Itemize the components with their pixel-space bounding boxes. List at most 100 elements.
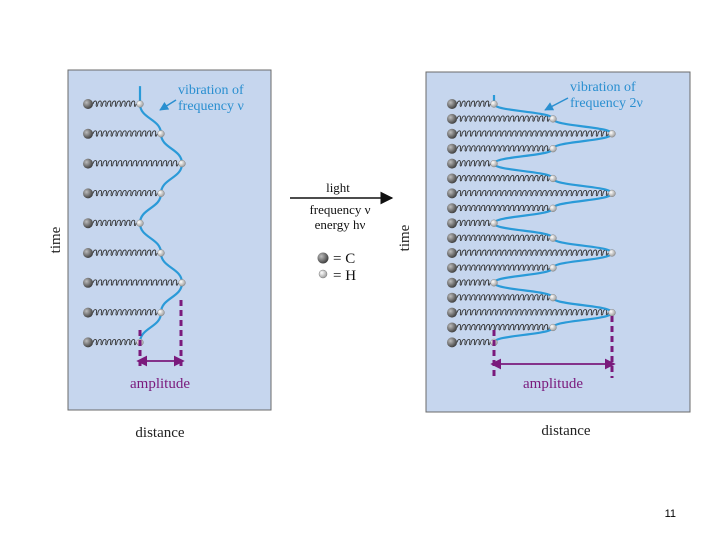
- carbon-atom: [83, 99, 93, 109]
- hydrogen-atom: [549, 264, 557, 272]
- carbon-atom: [447, 113, 457, 124]
- right-annotation-line1: vibration of: [570, 80, 636, 95]
- legend-carbon-icon: [317, 252, 329, 264]
- spring-bond: [456, 160, 491, 167]
- hydrogen-atom: [549, 115, 557, 123]
- page-number: 11: [664, 508, 676, 520]
- carbon-atom: [83, 248, 93, 258]
- right-time-label: time: [397, 224, 413, 251]
- hydrogen-atom: [608, 189, 616, 198]
- spring-bond: [92, 338, 137, 346]
- left-atoms: [83, 99, 186, 348]
- legend-carbon-label: = C: [333, 251, 355, 267]
- carbon-atom: [447, 188, 457, 199]
- hydrogen-atom: [136, 100, 144, 108]
- spring-bond: [456, 324, 550, 331]
- legend-hydrogen-icon: [318, 269, 328, 279]
- left-amplitude-label: amplitude: [130, 376, 190, 392]
- left-annotation-line2: frequency ν: [178, 99, 244, 114]
- carbon-atom: [83, 158, 93, 169]
- carbon-atom: [447, 262, 457, 273]
- hydrogen-atom: [178, 160, 186, 168]
- spring-bond: [456, 294, 550, 301]
- carbon-atom: [83, 307, 93, 318]
- hydrogen-atom: [490, 100, 498, 108]
- spring-bond: [92, 249, 158, 256]
- left-molecule-stack: [92, 100, 179, 346]
- hydrogen-atom: [136, 219, 144, 227]
- carbon-atom: [447, 203, 457, 214]
- spring-bond: [456, 130, 609, 137]
- spring-bond: [456, 264, 550, 271]
- carbon-atom: [447, 337, 457, 348]
- carbon-atom: [83, 337, 93, 348]
- carbon-atom: [447, 158, 457, 169]
- left-time-label: time: [48, 226, 64, 253]
- left-panel: [67, 69, 272, 411]
- hydrogen-atom: [549, 323, 557, 332]
- carbon-atom: [83, 218, 93, 229]
- hydrogen-atom: [157, 309, 165, 317]
- left-distance-label: distance: [135, 425, 184, 441]
- carbon-atom: [447, 307, 457, 318]
- spring-bond: [92, 160, 179, 167]
- carbon-atom: [447, 277, 457, 288]
- spring-bond: [92, 279, 179, 286]
- spring-bond: [456, 309, 609, 316]
- carbon-atom: [447, 128, 457, 139]
- spring-bond: [92, 130, 158, 137]
- spring-bond: [456, 115, 550, 122]
- carbon-atom: [447, 292, 457, 303]
- hydrogen-atom: [549, 204, 557, 212]
- spring-bond: [456, 279, 491, 286]
- carbon-atom: [83, 188, 93, 199]
- hydrogen-atom: [608, 309, 616, 317]
- spring-bond: [92, 309, 158, 316]
- spring-bond: [456, 219, 491, 227]
- spring-bond: [92, 219, 137, 227]
- hydrogen-atom: [549, 294, 557, 302]
- left-annotation-arrow: [159, 99, 177, 111]
- hydrogen-atom: [549, 174, 557, 183]
- light-label: light: [326, 180, 350, 195]
- carbon-atom: [83, 277, 93, 288]
- arrow-frequency-label: frequency ν: [309, 202, 370, 217]
- spring-bond: [456, 338, 491, 346]
- spring-bond: [92, 100, 137, 107]
- hydrogen-atom: [157, 130, 165, 138]
- right-annotation-line2: frequency 2ν: [570, 96, 643, 111]
- hydrogen-atom: [608, 130, 616, 138]
- hydrogen-atom: [608, 249, 616, 257]
- hydrogen-atom: [549, 145, 557, 153]
- left-annotation-line1: vibration of: [178, 83, 244, 98]
- hydrogen-atom: [490, 160, 498, 168]
- spring-bond: [456, 249, 609, 256]
- spring-bond: [456, 189, 609, 197]
- right-atoms: [447, 99, 616, 348]
- spring-bond: [456, 175, 550, 182]
- right-molecule-stack: [456, 100, 609, 346]
- carbon-atom: [447, 143, 457, 154]
- right-annotation-arrow: [544, 97, 569, 111]
- spring-bond: [456, 204, 550, 212]
- hydrogen-atom: [490, 219, 498, 227]
- spring-bond: [92, 189, 158, 197]
- carbon-atom: [447, 233, 457, 244]
- carbon-atom: [447, 248, 457, 258]
- hydrogen-atom: [490, 279, 498, 287]
- carbon-atom: [447, 322, 457, 333]
- carbon-atom: [83, 128, 93, 139]
- arrow-energy-label: energy hν: [315, 217, 366, 232]
- spring-bond: [456, 100, 491, 107]
- spring-bond: [456, 145, 550, 152]
- carbon-atom: [447, 99, 457, 109]
- hydrogen-atom: [178, 279, 186, 287]
- hydrogen-atom: [157, 189, 165, 198]
- hydrogen-atom: [157, 249, 165, 257]
- carbon-atom: [447, 173, 457, 184]
- spring-bond: [456, 234, 550, 241]
- hydrogen-atom: [549, 234, 557, 242]
- legend-hydrogen-label: = H: [333, 268, 356, 284]
